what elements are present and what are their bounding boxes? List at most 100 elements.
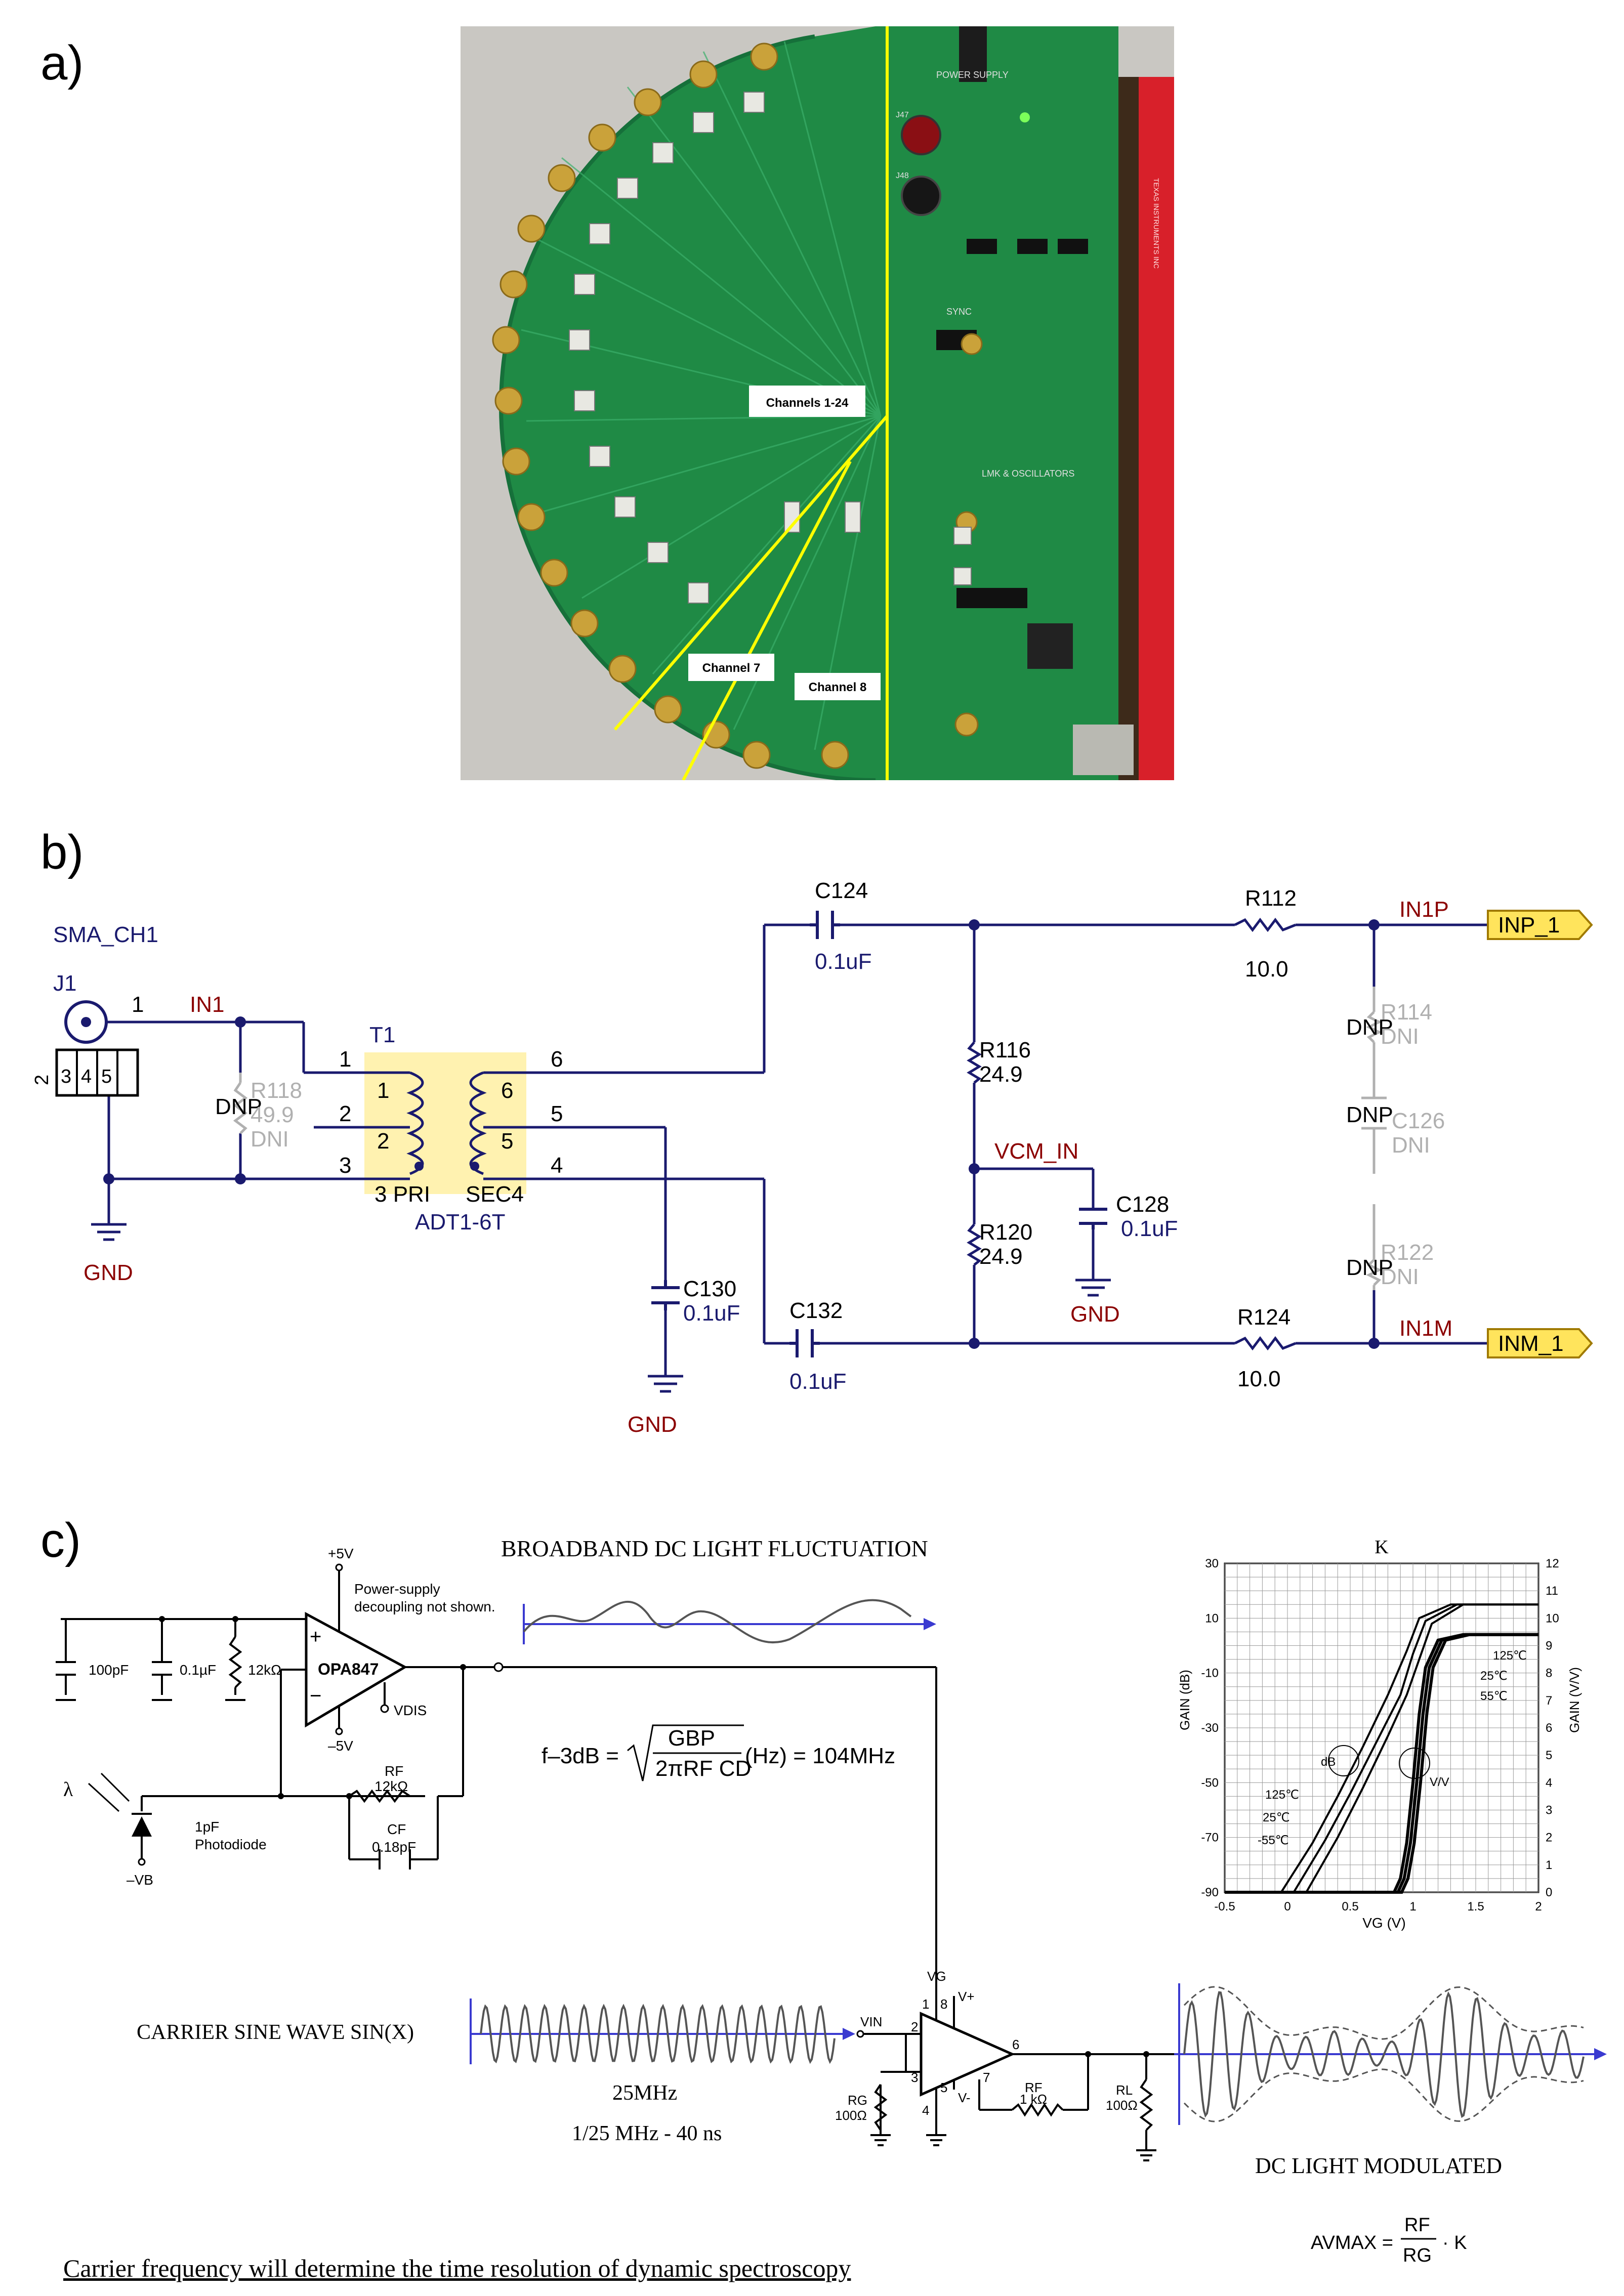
chart-ytick: -30 (1201, 1721, 1219, 1735)
label-c126-ref: C126 (1392, 1109, 1445, 1133)
chart-y2tick: 11 (1546, 1584, 1558, 1598)
chart-xtick: 2 (1535, 1900, 1542, 1914)
tia-capacitors (56, 1661, 411, 1869)
label-t1-inner-5: 5 (501, 1129, 513, 1154)
chart-y2tick: 4 (1546, 1776, 1552, 1790)
label-gnd-2: GND (628, 1412, 677, 1437)
chart-xtick: 1 (1409, 1900, 1416, 1914)
ic-chip (1027, 623, 1073, 669)
rg-symbol (873, 2084, 888, 2131)
dc-modulated-title: DC LIGHT MODULATED (1255, 2153, 1502, 2178)
label-pin-4: 4 (922, 2103, 929, 2118)
light-arrows (88, 1772, 130, 1812)
chart-annot-db-25: 25℃ (1263, 1811, 1290, 1824)
label-t1-sec: SEC4 (466, 1182, 524, 1207)
chart-annot-vv-25: 25℃ (1480, 1669, 1508, 1683)
label-vb: –VB (127, 1872, 153, 1888)
chart-series-line (1225, 1633, 1538, 1894)
modulated-waveform (1183, 1991, 1585, 2118)
label-j1-pin-2: 2 (31, 1075, 53, 1085)
opa847-minus: − (310, 1685, 321, 1707)
callout-channel8-box (795, 673, 881, 700)
label-r122-dnp: DNP (1346, 1255, 1393, 1280)
label-cf: CF (387, 1821, 406, 1837)
power-jack (959, 26, 987, 82)
avmax-lhs: AVMAX = (1311, 2232, 1393, 2254)
label-pin-7: 7 (983, 2070, 990, 2085)
label-rg-val: 100Ω (835, 2108, 867, 2123)
silk-j47: J47 (896, 111, 909, 119)
chart-title: K (1375, 1537, 1389, 1558)
formula-rhs: (Hz) = 104MHz (745, 1744, 895, 1768)
label-vplus: V+ (958, 1989, 975, 2004)
label-r112-val: 10.0 (1245, 957, 1288, 982)
carrier-freq: 25MHz (612, 2081, 677, 2105)
label-minus5v: –5V (328, 1738, 353, 1754)
label-j1-pin-4: 4 (81, 1066, 92, 1087)
chart-y2tick: 12 (1546, 1557, 1559, 1570)
opa847-plus: + (310, 1626, 321, 1648)
chart-y2tick: 3 (1546, 1804, 1552, 1817)
chart-annot-vv-125: 125℃ (1493, 1649, 1527, 1663)
label-c132-ref: C132 (789, 1298, 843, 1323)
r124-symbol (1234, 1336, 1296, 1351)
label-r12k: 12kΩ (248, 1662, 281, 1678)
chart-series-line (1305, 1603, 1538, 1893)
chart-xlabel: VG (V) (1362, 1915, 1406, 1931)
pcb-photo: POWER SUPPLY J47 J48 SYNC LMK & OSCILLAT… (461, 26, 1174, 780)
callout-channel8: Channel 8 (809, 681, 867, 694)
avmax-numerator: RF (1404, 2215, 1430, 2236)
label-r122-ref: R122 (1381, 1240, 1434, 1265)
rf-symbol (348, 1789, 411, 1803)
label-c128-ref: C128 (1116, 1192, 1169, 1217)
chart-ytick: 30 (1205, 1557, 1219, 1570)
silk-sync: SYNC (946, 307, 972, 317)
label-c124-val: 0.1uF (815, 949, 872, 974)
label-c01u: 0.1µF (180, 1662, 216, 1678)
label-t1-pin-4: 4 (551, 1153, 563, 1178)
label-j1: J1 (53, 971, 76, 996)
label-t1-inner-2: 2 (377, 1129, 389, 1154)
label-t1-part: ADT1-6T (415, 1210, 505, 1235)
chart-annot-db-125: 125℃ (1265, 1788, 1299, 1802)
port-inp-1 (1487, 910, 1593, 940)
chart-xtick: 0.5 (1342, 1900, 1358, 1914)
callout-channels-all: Channels 1-24 (766, 396, 849, 410)
label-r118-dnp: DNP (215, 1094, 262, 1119)
red-banana-jack (901, 115, 941, 155)
r122-symbol (1366, 1259, 1382, 1286)
sma-connectors (492, 42, 849, 769)
capacitor-symbols (651, 911, 1107, 1357)
carrier-period: 1/25 MHz - 40 ns (572, 2122, 722, 2145)
label-gnd-3: GND (1070, 1302, 1120, 1327)
silk-vendor: TEXAS INSTRUMENTS INC (1152, 178, 1160, 269)
resistor-symbols (967, 917, 1296, 1351)
c130-symbol (651, 1280, 680, 1310)
silk-power-supply: POWER SUPPLY (936, 70, 1009, 80)
label-c130-val: 0.1uF (683, 1301, 740, 1326)
label-c126-dnp: DNP (1346, 1102, 1393, 1127)
label-vminus: V- (958, 2090, 971, 2105)
chart-xtick: -0.5 (1214, 1900, 1235, 1914)
label-c130-ref: C130 (683, 1277, 736, 1301)
t1-coils (364, 1071, 526, 1180)
channel-divider-lines (613, 26, 889, 780)
chart-y2tick: 10 (1546, 1611, 1559, 1625)
chart-ytick: -90 (1201, 1886, 1219, 1899)
chart-y2tick: 6 (1546, 1721, 1552, 1735)
label-r118-val: 49.9 (251, 1102, 294, 1127)
chart-xtick: 0 (1284, 1900, 1290, 1914)
label-photodiode-2: Photodiode (195, 1837, 267, 1852)
label-r114-ref: R114 (1381, 1000, 1432, 1025)
label-t1-inner-1: 1 (377, 1078, 389, 1103)
panel-label-b: b) (40, 825, 84, 879)
ground-symbols (91, 1223, 1111, 1393)
chart-ylabel: GAIN (dB) (1177, 1670, 1192, 1730)
label-r114-dni: DNI (1381, 1024, 1419, 1049)
formula-lhs: f–3dB = (542, 1744, 619, 1768)
avmax-denominator: RG (1403, 2245, 1432, 2266)
callout-channel7-box (688, 654, 774, 681)
power-led (1020, 112, 1030, 122)
chart-xtick: 1.5 (1467, 1900, 1484, 1914)
